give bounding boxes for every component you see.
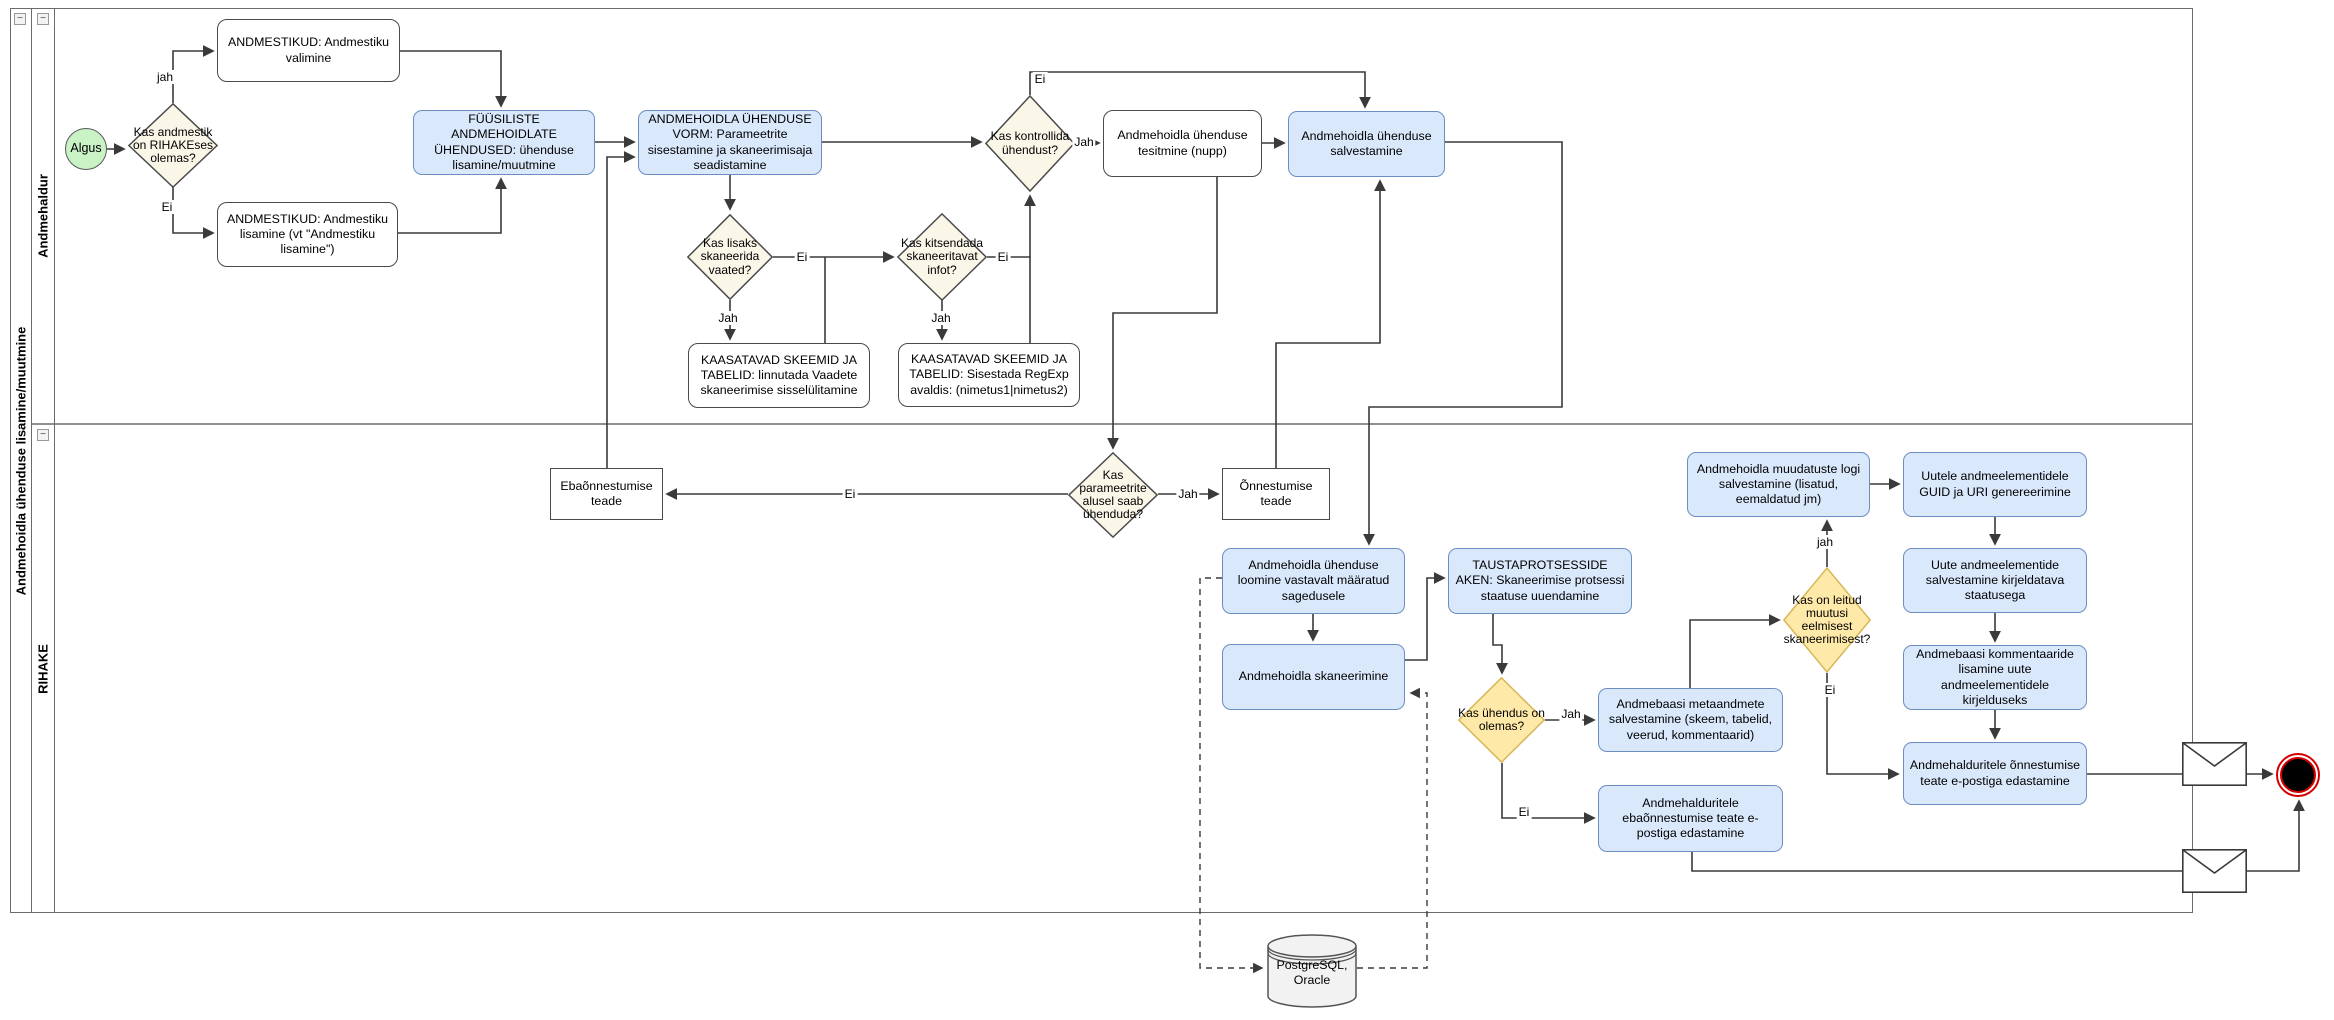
end-event[interactable] <box>2276 753 2320 797</box>
task-onnestumise-epost[interactable]: Andmehalduritele õnnestumise teate e-pos… <box>1903 742 2087 805</box>
edge-label: jah <box>1814 535 1836 549</box>
diamond-shape <box>897 213 987 301</box>
task-yhenduse-loomine[interactable]: Andmehoidla ühenduse loomine vastavalt m… <box>1222 548 1405 614</box>
task-andmehoidla-skaneerimine[interactable]: Andmehoidla skaneerimine <box>1222 644 1405 710</box>
lane-header-andmehaldur: Andmehaldur <box>32 8 55 424</box>
end-event-core <box>2280 757 2316 793</box>
envelope-shape <box>2182 742 2248 787</box>
edge-label: Ei <box>1516 805 1532 819</box>
cylinder-shape <box>1267 934 1357 1008</box>
decision-kitsendada-infot[interactable]: Kas kitsendada skaneeritavat infot? <box>897 213 987 301</box>
lane-header-rihake: RIHAKE <box>32 424 55 913</box>
edge-label: jah <box>154 70 176 84</box>
task-metaandmete-salvestamine[interactable]: Andmebaasi metaandmete salvestamine (ske… <box>1598 688 1783 752</box>
task-muudatuste-logi[interactable]: Andmehoidla muudatuste logi salvestamine… <box>1687 452 1870 517</box>
task-kaasatavad-vaated[interactable]: KAASATAVAD SKEEMID JA TABELID: linnutada… <box>688 343 870 408</box>
task-fyysiliste-yhendused[interactable]: FÜÜSILISTE ANDMEHOIDLATE ÜHENDUSED: ühen… <box>413 110 595 175</box>
edge-label: Jah <box>1176 487 1200 501</box>
task-andmestiku-valimine[interactable]: ANDMESTIKUD: Andmestiku valimine <box>217 19 400 82</box>
diamond-shape <box>1783 567 1871 673</box>
edge-label: Ei <box>1032 72 1048 86</box>
edge-label: Jah <box>716 311 740 325</box>
task-guid-uri-genereerimine[interactable]: Uutele andmeelementidele GUID ja URI gen… <box>1903 452 2087 517</box>
diamond-shape <box>128 103 218 188</box>
lane2-collapse-icon[interactable]: − <box>37 429 49 441</box>
task-yhenduse-salvestamine[interactable]: Andmehoidla ühenduse salvestamine <box>1288 111 1445 177</box>
task-yhenduse-tesitmine[interactable]: Andmehoidla ühenduse tesitmine (nupp) <box>1103 110 1262 177</box>
note-ebaonnestumise-teade[interactable]: Ebaõnnestumise teade <box>550 468 663 520</box>
envelope-shape <box>2182 849 2248 894</box>
task-yhenduse-vorm[interactable]: ANDMEHOIDLA ÜHENDUSE VORM: Parameetrite … <box>638 110 822 175</box>
database-label: PostgreSQL, Oracle <box>1276 958 1348 987</box>
decision-leitud-muutusi[interactable]: Kas on leitud muutusi eelmisest skaneeri… <box>1783 567 1871 673</box>
edge-label: Jah <box>1559 707 1583 721</box>
sequence-flows <box>107 45 2305 872</box>
lane1-collapse-icon[interactable]: − <box>37 13 49 25</box>
edge-label: Ei <box>995 250 1011 264</box>
edge-label: Jah <box>1072 135 1096 149</box>
diamond-shape <box>985 95 1075 192</box>
decision-kontrollida-yhendust[interactable]: Kas kontrollida ühendust? <box>985 95 1075 192</box>
message-envelope-icon[interactable] <box>2182 742 2248 787</box>
start-event-algus[interactable]: Algus <box>65 128 107 170</box>
diamond-shape <box>1458 677 1545 763</box>
data-association-dashed <box>1199 577 1428 974</box>
edge-label: Jah <box>929 311 953 325</box>
task-kaasatavad-regexp[interactable]: KAASATAVAD SKEEMID JA TABELID: Sisestada… <box>898 343 1080 407</box>
edge-label: Ei <box>159 200 175 214</box>
note-onnestumise-teade[interactable]: Õnnestumise teade <box>1222 468 1330 520</box>
task-andmestiku-lisamine[interactable]: ANDMESTIKUD: Andmestiku lisamine (vt "An… <box>217 202 398 267</box>
database-icon[interactable]: PostgreSQL, Oracle <box>1266 934 1358 1010</box>
pool-border <box>10 8 2193 913</box>
decision-lisaks-vaated[interactable]: Kas lisaks skaneerida vaated? <box>687 214 773 300</box>
decision-yhendus-olemas[interactable]: Kas ühendus on olemas? <box>1458 677 1545 763</box>
edge-label: Ei <box>794 250 810 264</box>
decision-parameetrite-yhenduda[interactable]: Kas parameetrite alusel saab ühenduda? <box>1068 452 1158 538</box>
diamond-shape <box>1068 452 1158 538</box>
diamond-shape <box>687 214 773 300</box>
message-envelope-icon[interactable] <box>2182 849 2248 894</box>
task-ebaonnestumise-epost[interactable]: Andmehalduritele ebaõnnestumise teate e-… <box>1598 785 1783 852</box>
pool-header: Andmehoidla ühenduse lisamine/muutmine <box>10 8 32 913</box>
task-kommentaaride-lisamine[interactable]: Andmebaasi kommentaaride lisamine uute a… <box>1903 645 2087 710</box>
edge-label: Ei <box>1822 683 1838 697</box>
edge-label: Ei <box>842 487 858 501</box>
task-taustaprotsesside-aken[interactable]: TAUSTAPROTSESSIDE AKEN: Skaneerimise pro… <box>1448 548 1632 614</box>
decision-andmestik-olemas[interactable]: Kas andmestik on RIHAKEses olemas? <box>128 103 218 188</box>
task-uute-salvestamine[interactable]: Uute andmeelementide salvestamine kirjel… <box>1903 548 2087 613</box>
pool-collapse-icon[interactable]: − <box>14 13 26 25</box>
